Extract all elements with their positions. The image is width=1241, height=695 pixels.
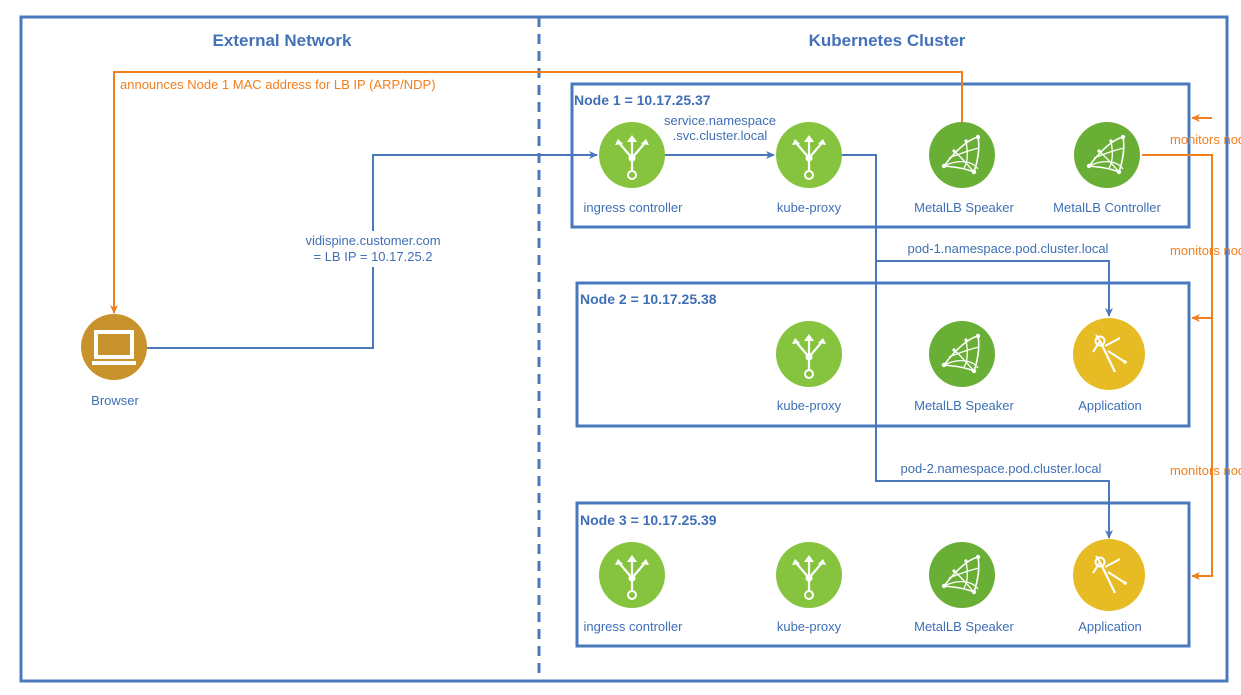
speaker-label: MetalLB Speaker — [914, 619, 1014, 634]
node-3-title: Node 3 = 10.17.25.39 — [580, 512, 717, 528]
external-network-title: External Network — [213, 31, 352, 50]
kubernetes-cluster-title: Kubernetes Cluster — [809, 31, 966, 50]
application-label: Application — [1078, 619, 1142, 634]
speaker-label: MetalLB Speaker — [914, 200, 1014, 215]
ingress-label: ingress controller — [584, 619, 684, 634]
kube-proxy-label: kube-proxy — [777, 398, 842, 413]
arp-announce-edge — [110, 71, 963, 314]
browser-label: Browser — [91, 393, 139, 408]
node-1-metallb-speaker: MetalLB Speaker — [914, 122, 1015, 215]
node-1-kube-proxy: kube-proxy — [776, 122, 842, 215]
pod-2-label: pod-2.namespace.pod.cluster.local — [901, 461, 1102, 476]
outer-frame — [19, 15, 1229, 683]
ingress-label: ingress controller — [584, 200, 684, 215]
node-3-box — [575, 501, 1191, 648]
node-2-metallb-speaker: MetalLB Speaker — [914, 321, 1015, 413]
node-2-title: Node 2 = 10.17.25.38 — [580, 291, 717, 307]
node-2-application: Application — [1073, 318, 1145, 413]
node-3-application: Application — [1073, 539, 1145, 634]
node-3-kube-proxy: kube-proxy — [776, 542, 842, 634]
svc-label-line-1: service.namespace — [664, 113, 776, 128]
speaker-label: MetalLB Speaker — [914, 398, 1014, 413]
monitors-label-3: monitors nodes — [1170, 463, 1241, 478]
node-2-kube-proxy: kube-proxy — [776, 321, 842, 413]
kube-proxy-label: kube-proxy — [777, 619, 842, 634]
monitors-trunk-edge — [1142, 154, 1213, 580]
arp-announce-label: announces Node 1 MAC address for LB IP (… — [120, 77, 436, 92]
pod-1-label: pod-1.namespace.pod.cluster.local — [908, 241, 1109, 256]
svc-label-line-2: .svc.cluster.local — [673, 128, 768, 143]
monitors-label-2: monitors nodes — [1170, 243, 1241, 258]
node-3-metallb-speaker: MetalLB Speaker — [914, 542, 1015, 634]
node-2-box — [575, 281, 1191, 428]
node-1-ingress-controller: ingress controller — [584, 122, 684, 215]
dns-label-bg — [300, 231, 448, 267]
controller-label: MetalLB Controller — [1053, 200, 1161, 215]
node-1-metallb-controller: MetalLB Controller — [1053, 122, 1161, 215]
kube-proxy-label: kube-proxy — [777, 200, 842, 215]
monitor-icon — [92, 330, 136, 365]
dns-label-line-2: = LB IP = 10.17.25.2 — [313, 249, 432, 264]
browser-node: Browser — [81, 314, 147, 408]
application-label: Application — [1078, 398, 1142, 413]
kube-proxy-to-pod-2-edge — [875, 261, 1113, 539]
node-1-title: Node 1 = 10.17.25.37 — [574, 92, 711, 108]
node-3-ingress-controller: ingress controller — [584, 542, 684, 634]
dns-label-line-1: vidispine.customer.com — [305, 233, 440, 248]
monitors-label-1: monitors nodes — [1170, 132, 1241, 147]
